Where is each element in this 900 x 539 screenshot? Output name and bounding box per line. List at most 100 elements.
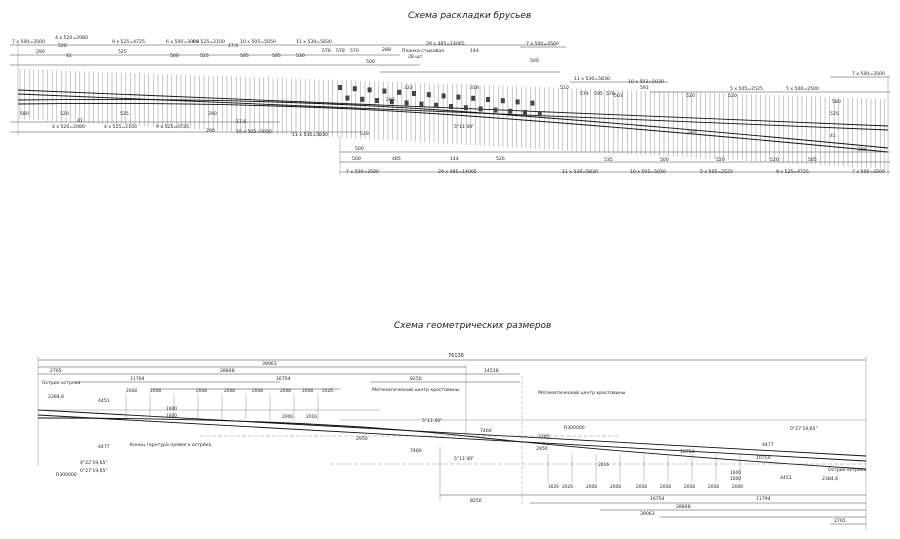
- chain-label: 2008: [280, 388, 291, 394]
- dim-label: 520: [686, 93, 695, 99]
- dim-label: 11 x 530=5830: [562, 169, 598, 175]
- dim-label: 10750: [680, 449, 695, 455]
- main-centerline-2: [37, 414, 867, 462]
- dim-label: 2950: [356, 436, 368, 442]
- joint-pad: [537, 111, 542, 117]
- dim-label: 500: [352, 156, 361, 162]
- track-geometry-lines: [37, 409, 867, 470]
- dim-label: 290: [206, 128, 215, 134]
- dim-label: 485: [392, 156, 401, 162]
- dim-label: 520: [60, 111, 69, 117]
- chain-label: 2026: [322, 388, 333, 394]
- overall-length: 76136: [448, 353, 464, 359]
- joint-pad: [389, 99, 394, 105]
- dim-label: 2950: [536, 446, 548, 452]
- rail-lines: [17, 89, 889, 153]
- radius-label: R300000: [564, 425, 585, 431]
- dim-label: 7 x 500=3500: [852, 71, 885, 77]
- joint-pad: [345, 95, 350, 101]
- top-dimension-lines: [10, 43, 890, 175]
- dim-label: 503: [614, 93, 623, 99]
- dim-label: 4 x 520=2080: [52, 124, 85, 130]
- overall-dimension-lines: [37, 356, 867, 531]
- chain-label: 2006: [282, 414, 293, 420]
- dim-label: 520: [770, 157, 779, 163]
- joint-pad: [478, 106, 483, 112]
- dim-label: 8250: [410, 376, 422, 382]
- dim-label: 16754: [650, 496, 665, 502]
- dim-label: 10 x 503=5030: [628, 79, 664, 85]
- dim-label: 535: [604, 157, 613, 163]
- dim-label: 525: [830, 111, 839, 117]
- dim-label: 539: [360, 131, 369, 137]
- joint-pad: [404, 100, 409, 106]
- dim-label: 144: [450, 156, 459, 162]
- dim-label: 39063: [640, 511, 655, 517]
- main-centerline: [37, 409, 867, 457]
- dim-label: 7 x 500=3500: [526, 41, 559, 47]
- dim-label: 144: [470, 48, 479, 54]
- joint-pad: [434, 102, 439, 108]
- dim-label: 578: [322, 48, 331, 54]
- dim-label: 290: [36, 49, 45, 55]
- chain-label: 2026: [562, 484, 573, 490]
- dim-label: 4477: [98, 444, 110, 450]
- dim-label: 9 x 525=4725: [112, 39, 145, 45]
- joint-pad: [456, 94, 461, 100]
- angle-label: 5°11'40": [422, 418, 442, 424]
- dim-label: 3285: [538, 434, 550, 440]
- chain-label: 2008: [636, 484, 647, 490]
- dim-label: 10750: [756, 455, 771, 461]
- dim-label: 288: [382, 47, 391, 53]
- dim-label: 578: [336, 48, 345, 54]
- dim-label: 16754: [276, 376, 291, 382]
- dim-label: 290: [208, 111, 217, 117]
- dim-label: 41: [77, 118, 83, 124]
- dim-label: 500: [170, 53, 179, 59]
- joint-pad: [471, 95, 476, 101]
- joint-pad: [338, 85, 342, 90]
- dim-label: 525: [200, 53, 209, 59]
- chain-label: 2008: [150, 388, 161, 394]
- dim-label: 203: [386, 97, 395, 103]
- dim-label: 570: [350, 48, 359, 54]
- chain-label: 2016: [306, 414, 317, 420]
- chain-label: 2008: [586, 484, 597, 490]
- dim-label: 525: [118, 49, 127, 55]
- rail-diverging-2: [17, 102, 889, 153]
- joint-pad: [449, 104, 453, 109]
- dim-label: 17,6: [236, 119, 246, 125]
- chain-label: 3026: [548, 484, 559, 490]
- dim-label: 9 x 525=4725: [776, 169, 809, 175]
- pointed-rail-note-right: Острие остряка: [828, 467, 866, 473]
- dim-label: 4451: [98, 398, 110, 404]
- angle-label: 0°27'19,65": [790, 426, 818, 432]
- chain-label: 2016: [598, 462, 609, 468]
- dim-label: 7 x 500=3500: [346, 169, 379, 175]
- dim-label: 520: [58, 43, 67, 49]
- joint-pad: [412, 91, 416, 96]
- joint-plate-note: Планка стыковая: [402, 48, 444, 54]
- dim-label: 11 x 530=5830: [574, 76, 610, 82]
- dim-label: 500: [530, 58, 539, 64]
- joint-pad: [382, 88, 387, 94]
- bottom-scheme-title: Схема геометрических размеров: [394, 321, 552, 331]
- dim-label: 6 x 500=3000: [166, 39, 199, 45]
- joint-pad: [508, 108, 513, 114]
- chain-label: 2008: [196, 388, 207, 394]
- dim-label: 11 x 530=5830: [296, 39, 332, 45]
- dim-label: 41: [830, 133, 836, 139]
- dim-label: 2384,6: [48, 394, 64, 400]
- dim-label: 10 x 505=5050: [236, 129, 272, 135]
- dim-label: 17,6: [228, 43, 238, 49]
- dim-label: 7 x 500=3500: [12, 39, 45, 45]
- dim-label: 5 x 500=2500: [786, 86, 819, 92]
- dim-label: 580: [832, 99, 841, 105]
- dim-label: 318: [470, 85, 479, 91]
- dim-label: 526: [496, 156, 505, 162]
- geometry-labels: 76136 2765 39063 28848 14518 11794 16754…: [42, 353, 866, 524]
- dim-label: 2765: [834, 518, 846, 524]
- dim-label: 2765: [50, 368, 62, 374]
- top-scheme-labels: 7 x 500=3500 290 520 4 x 520=2080 41 9 x…: [12, 35, 885, 175]
